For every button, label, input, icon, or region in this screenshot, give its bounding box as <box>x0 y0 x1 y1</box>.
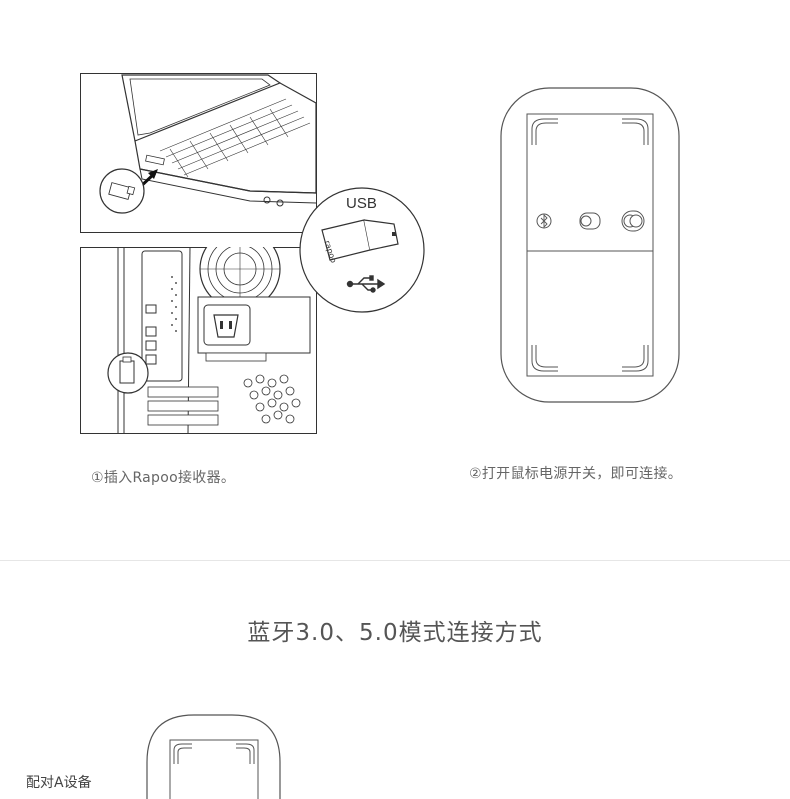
laptop-illustration <box>80 73 317 233</box>
step-1-caption: ①插入Rapoo接收器。 <box>91 470 236 486</box>
usb-label: USB <box>346 195 377 212</box>
desktop-tower-illustration <box>80 247 317 434</box>
mouse-outline-illustration <box>146 714 282 799</box>
usb-bubble: rapoo USB <box>298 186 428 316</box>
section-divider <box>0 560 790 561</box>
power-switch-icon <box>579 212 601 230</box>
section-title: 蓝牙3.0、5.0模式连接方式 <box>247 620 543 646</box>
mouse-underside-illustration <box>500 87 682 405</box>
usb-receiver-icon: rapoo <box>321 219 399 264</box>
usb-symbol-icon <box>346 275 386 293</box>
step-2-caption: ②打开鼠标电源开关，即可连接。 <box>469 466 683 482</box>
usb-receiver-icon <box>108 182 136 200</box>
bluetooth-icon <box>536 213 552 229</box>
pair-device-a-label: 配对A设备 <box>26 775 92 791</box>
